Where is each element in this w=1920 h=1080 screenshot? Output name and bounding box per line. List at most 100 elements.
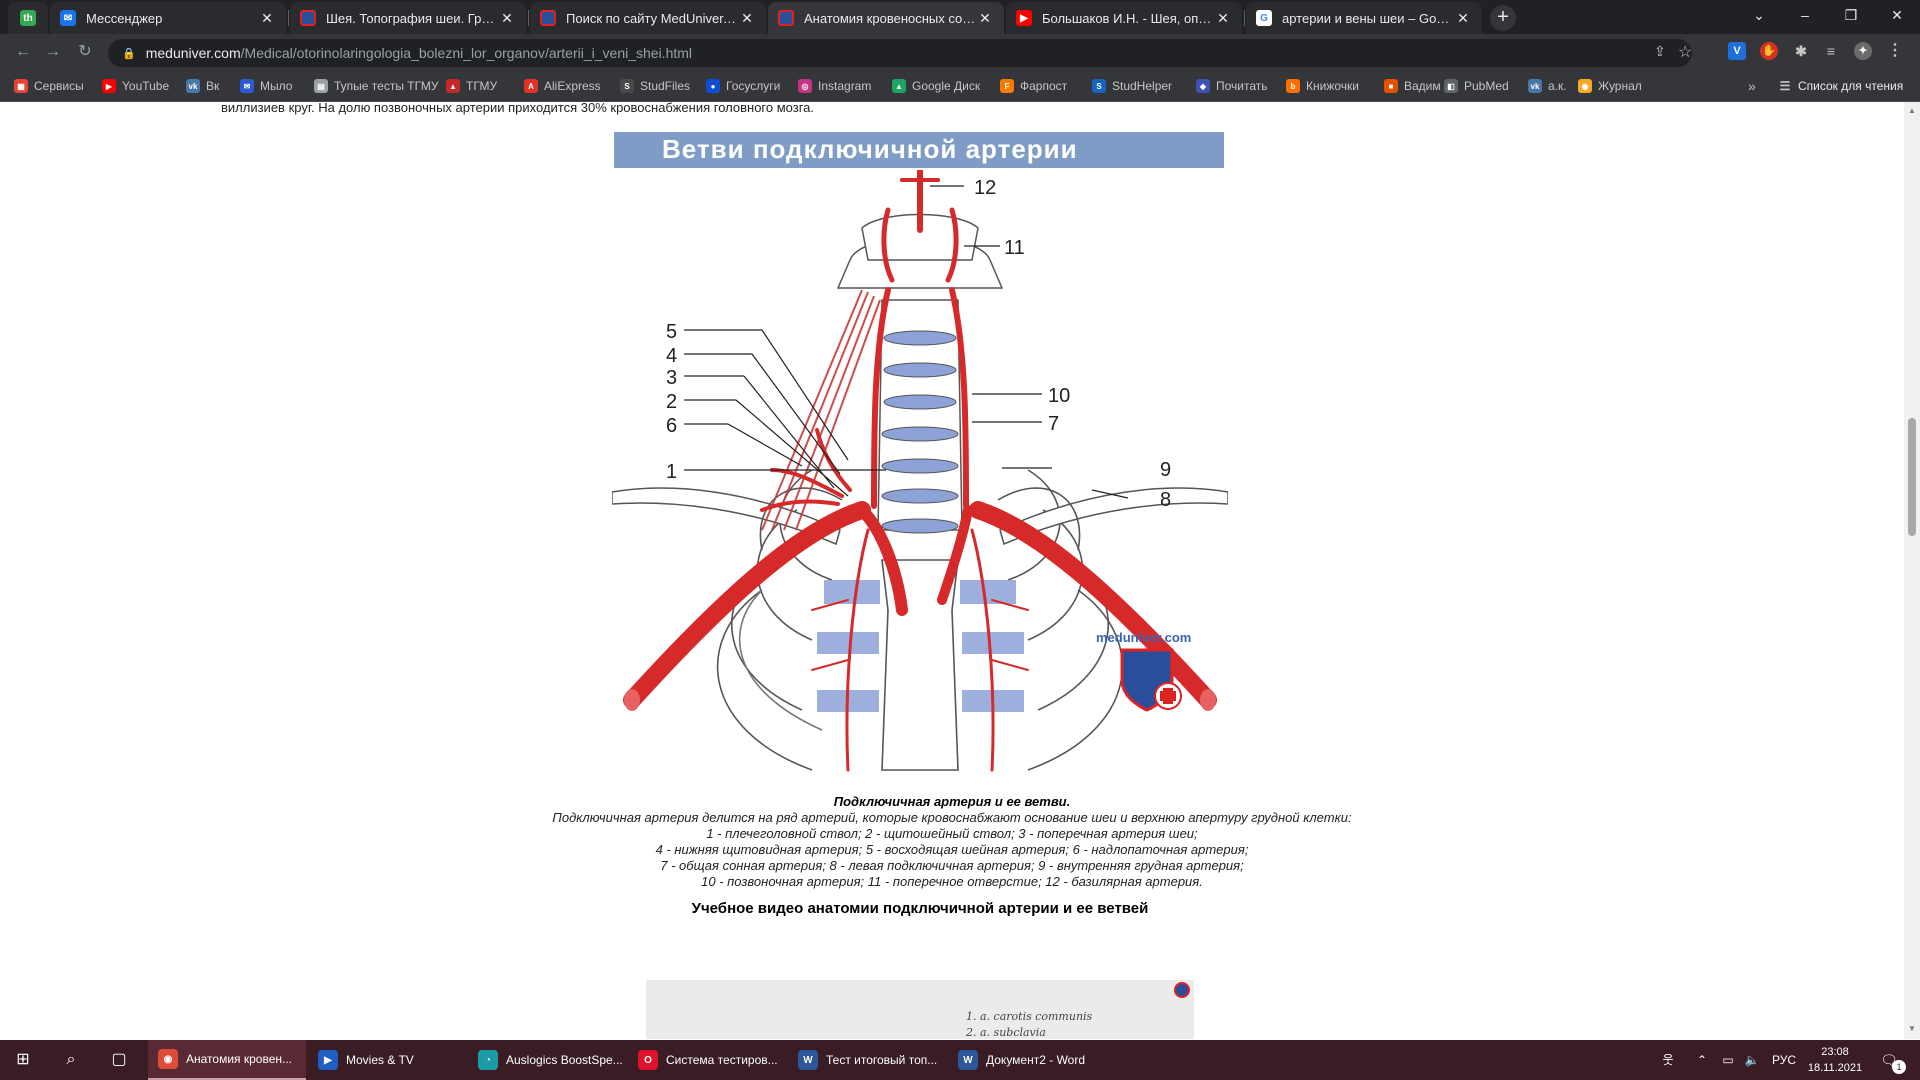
tab-search-chevron-icon[interactable]: ⌄ [1753, 7, 1765, 23]
bookmarks-bar: » ☰ Список для чтения ▦Сервисы ▶YouTube vk… [0, 70, 1920, 102]
page-scrollbar[interactable]: ▲ ▼ [1904, 102, 1920, 1039]
bookmark-14[interactable]: ◆Почитать [1196, 77, 1268, 95]
bookmark-9[interactable]: ●Госуслуги [706, 77, 780, 95]
taskbar-app-label: Анатомия кровен... [186, 1052, 293, 1066]
windows-taskbar: ⊞ ⌕ ▢ 웃 ⌃ ▭ 🔈 РУС 23:08 18.11.2021 🗨 1 ◉… [0, 1040, 1920, 1080]
bookmark-5[interactable]: ▤Тупые тесты ТГМУ [314, 77, 438, 95]
bookmark-2[interactable]: ▶YouTube [102, 77, 169, 95]
profile-avatar-icon[interactable]: ✦ [1854, 42, 1872, 60]
bookmark-11[interactable]: ▲Google Диск [892, 77, 980, 95]
reading-list-button[interactable]: ☰ Список для чтения [1778, 77, 1904, 95]
tab-messenger[interactable]: ✉ Мессенджер ✕ [50, 2, 286, 34]
close-icon[interactable]: ✕ [501, 9, 513, 26]
tab-vessel-anatomy[interactable]: Анатомия кровеносных сосудо ✕ [768, 2, 1004, 34]
bookmark-label: Госуслуги [726, 79, 781, 93]
tab-neck-topography[interactable]: Шея. Топография шеи. Граница ✕ [290, 2, 526, 34]
volume-icon[interactable]: 🔈 [1744, 1053, 1760, 1067]
taskbar-app-2[interactable]: ▶Movies & TV [308, 1040, 466, 1080]
bookmark-1[interactable]: ▦Сервисы [14, 77, 84, 95]
taskbar-app-label: Тест итоговый топ... [826, 1053, 938, 1067]
tray-chevron-icon[interactable]: ⌃ [1696, 1053, 1708, 1067]
close-icon[interactable]: ✕ [1457, 9, 1469, 26]
people-icon[interactable]: 웃 [1662, 1053, 1674, 1067]
bookmark-label: PubMed [1464, 79, 1509, 93]
pubmed-icon: ◧ [1444, 79, 1458, 93]
bookmark-label: Фарпост [1020, 79, 1068, 93]
reading-mode-icon[interactable]: ≡ [1826, 43, 1836, 59]
star-icon[interactable]: ☆ [1678, 44, 1693, 61]
browser-toolbar: ← → ↻ 🔒 meduniver.com/Medical/otorinolar… [0, 34, 1920, 70]
green-square-icon: th [20, 10, 36, 26]
address-bar[interactable]: 🔒 meduniver.com/Medical/otorinolaringolo… [108, 39, 1692, 67]
taskbar-app-3[interactable]: ◔Auslogics BoostSpe... [468, 1040, 626, 1080]
extensions-puzzle-icon[interactable]: ✱ [1795, 43, 1807, 59]
task-view-icon[interactable]: ▢ [111, 1051, 127, 1068]
figure-label-8: 8 [1160, 489, 1171, 511]
bookmark-4[interactable]: ✉Мыло [240, 77, 292, 95]
taskbar-app-1[interactable]: ◉Анатомия кровен... [148, 1040, 306, 1080]
video-section-title: Учебное видео анатомии подключичной арте… [691, 900, 1149, 917]
skull-base [861, 213, 979, 261]
scroll-thumb[interactable] [1908, 418, 1916, 536]
youtube-icon: ▶ [1016, 10, 1032, 26]
web-page-content: виллизиев круг. На долю позвоночных арте… [0, 102, 1904, 1039]
figure-label-5: 5 [666, 321, 677, 343]
close-icon[interactable]: ✕ [261, 9, 273, 26]
close-window-icon[interactable]: ✕ [1891, 7, 1903, 23]
share-icon[interactable]: ⇪ [1654, 43, 1666, 59]
scroll-up-icon[interactable]: ▲ [1908, 106, 1916, 115]
menu-kebab-icon[interactable]: ⋮ [1887, 42, 1903, 59]
boostspeed-icon: ◔ [478, 1050, 498, 1070]
figure-title: Ветви подключичной артерии [614, 132, 1224, 168]
figure-label-4: 4 [666, 345, 677, 367]
tab-title: Анатомия кровеносных сосудо [804, 10, 976, 26]
pinned-tab[interactable]: th [8, 2, 48, 34]
restore-icon[interactable]: ❐ [1844, 7, 1858, 23]
bookmarks-more-icon[interactable]: » [1748, 78, 1756, 94]
adblock-extension-icon[interactable]: ✋ [1760, 42, 1778, 60]
vpn-extension-icon[interactable]: V [1728, 42, 1746, 60]
bookmark-10[interactable]: ◎Instagram [798, 77, 871, 95]
close-icon[interactable]: ✕ [1217, 9, 1229, 26]
bookmark-19[interactable]: ◉Журнал [1578, 77, 1642, 95]
reading-list-label: Список для чтения [1798, 79, 1904, 93]
tab-youtube-bolshakov[interactable]: ▶ Большаков И.Н. - Шея, операти ✕ [1006, 2, 1242, 34]
scroll-down-icon[interactable]: ▼ [1908, 1024, 1916, 1033]
bookmark-17[interactable]: ◧ PubMed [1444, 77, 1509, 95]
meduniver-icon [300, 10, 316, 26]
new-tab-button[interactable]: + [1490, 5, 1516, 31]
back-arrow-icon[interactable]: ← [15, 43, 31, 60]
taskbar-app-label: Документ2 - Word [986, 1053, 1086, 1067]
figure-label-9: 9 [1160, 459, 1171, 481]
minimize-icon[interactable]: – [1801, 7, 1809, 23]
system-clock[interactable]: 23:08 18.11.2021 [1800, 1044, 1870, 1076]
bookmark-label: Вк [206, 79, 220, 93]
language-indicator[interactable]: РУС [1771, 1053, 1797, 1067]
tab-site-search[interactable]: Поиск по сайту MedUniver.com ✕ [530, 2, 766, 34]
bookmark-6[interactable]: ▲ТГМУ [446, 77, 497, 95]
reload-icon[interactable]: ↻ [78, 43, 92, 60]
tab-title: Шея. Топография шеи. Граница [326, 10, 498, 26]
video-player[interactable]: 1. a. carotis communis 2. a. subclavia [646, 980, 1194, 1039]
bookmark-16[interactable]: ■Вадим [1384, 77, 1441, 95]
forward-arrow-icon[interactable]: → [45, 43, 61, 60]
network-icon[interactable]: ▭ [1722, 1053, 1734, 1067]
bookmark-label: YouTube [122, 79, 170, 93]
windows-start-icon[interactable]: ⊞ [16, 1051, 30, 1068]
tab-google-search[interactable]: G артерии и вены шеи – Google П ✕ [1246, 2, 1482, 34]
close-icon[interactable]: ✕ [741, 9, 753, 26]
instagram-icon: ◎ [798, 79, 812, 93]
search-icon[interactable]: ⌕ [66, 1051, 76, 1068]
meduniver-shield-logo [1120, 648, 1182, 712]
close-icon[interactable]: ✕ [979, 9, 991, 26]
